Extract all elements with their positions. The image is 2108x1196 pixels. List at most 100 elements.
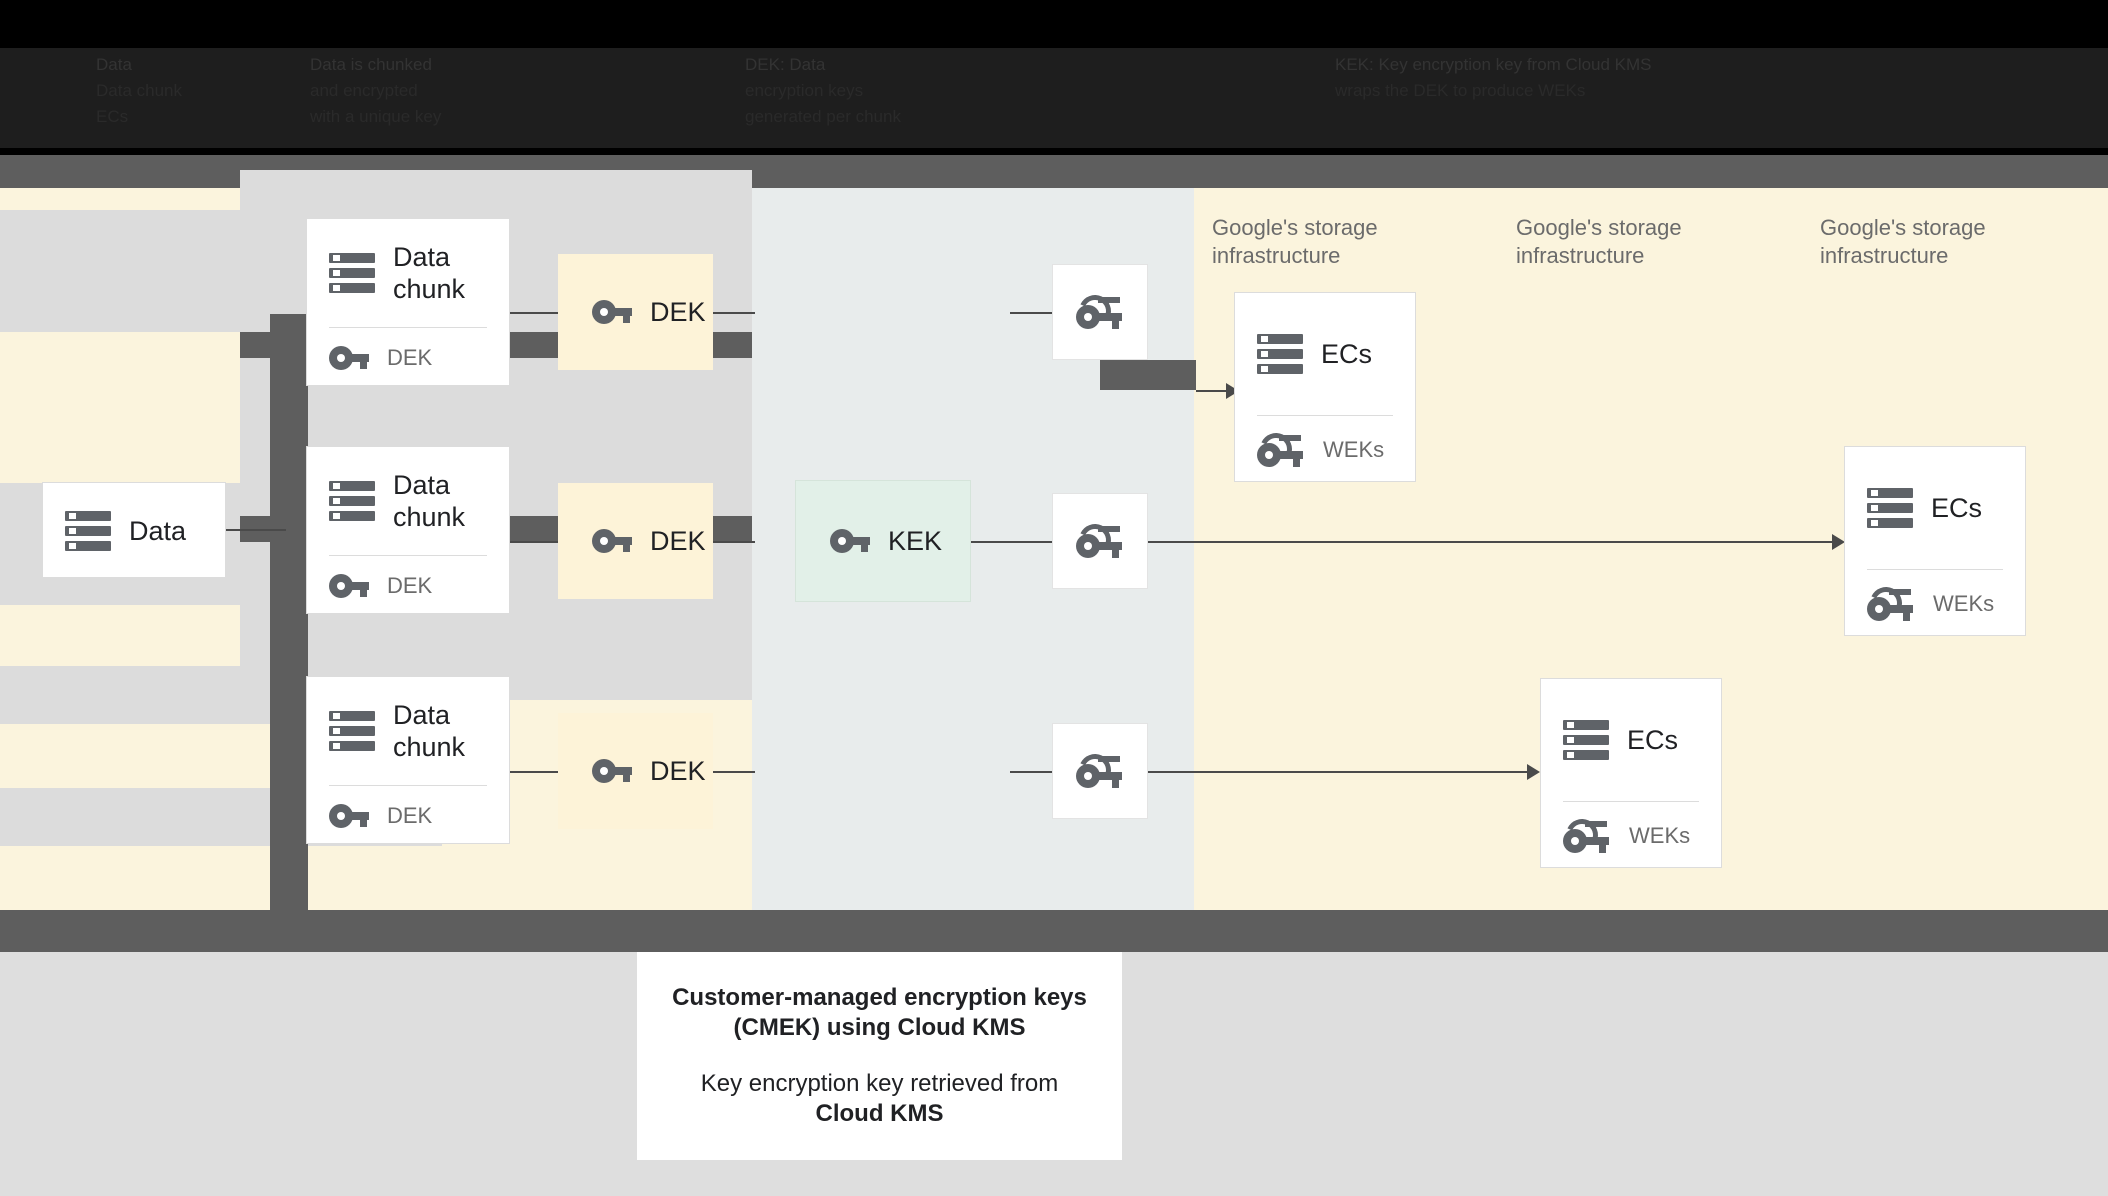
kek-box[interactable]: KEK xyxy=(795,480,971,602)
legend-line: and encrypted xyxy=(310,81,418,100)
connector-dek1-out xyxy=(713,312,755,314)
infra-label-1: Google's storage infrastructure xyxy=(1212,215,1378,268)
data-chunk-card-1[interactable]: Data chunk DEK xyxy=(306,218,510,386)
caption-box: Customer-managed encryption keys (CMEK) … xyxy=(637,952,1122,1160)
header-legend-area: Data Data chunk ECs Data is chunked and … xyxy=(0,0,2108,155)
legend-line: DEK: Data xyxy=(745,55,826,74)
data-box-label: Data xyxy=(129,516,187,546)
key-icon xyxy=(830,529,870,553)
data-chunk-card-3[interactable]: Data chunk DEK xyxy=(306,676,510,844)
bottom-divider-band xyxy=(0,910,2108,952)
legend-column-2: Data is chunked and encrypted with a uni… xyxy=(310,52,670,130)
connector-kek-to-wek-2 xyxy=(971,541,1052,543)
legend-line: with a unique key xyxy=(310,107,442,126)
ecs-title: ECs xyxy=(1931,493,1983,523)
key-icon xyxy=(592,529,632,553)
wrapped-key-icon xyxy=(1074,519,1124,561)
connector-data-to-bracket xyxy=(226,529,286,531)
card-divider xyxy=(329,785,487,786)
ecs-card-1[interactable]: ECs WEKs xyxy=(1234,292,1416,482)
legend-line: KEK: Key encryption key from Cloud KMS xyxy=(1335,55,1652,74)
wrapped-key-icon xyxy=(1561,813,1611,856)
card-divider xyxy=(329,555,487,556)
dek-label: DEK xyxy=(650,756,706,786)
data-chunk-key-label: DEK xyxy=(387,572,433,598)
ecs-key-label: WEKs xyxy=(1629,822,1691,848)
server-stack-icon xyxy=(1257,334,1303,374)
card-divider xyxy=(1867,569,2003,570)
data-chunk-key-label: DEK xyxy=(387,344,433,370)
arrow-line-to-ecs-3 xyxy=(1148,771,1533,773)
ecs-title: ECs xyxy=(1321,339,1373,369)
connector-chunk2-dek2 xyxy=(510,541,558,543)
key-icon xyxy=(329,345,369,370)
caption-title: Customer-managed encryption keys (CMEK) … xyxy=(672,983,1087,1043)
server-stack-icon xyxy=(65,511,111,551)
dek-box-2[interactable]: DEK xyxy=(558,483,713,599)
arrow-head-ecs-2 xyxy=(1832,534,1845,550)
legend-line: ECs xyxy=(96,107,129,126)
ecs-key-label: WEKs xyxy=(1933,590,1995,616)
data-chunk-title: Data chunk xyxy=(393,470,466,532)
legend-column-4: KEK: Key encryption key from Cloud KMS w… xyxy=(1335,52,1975,104)
caption-title-line1: Customer-managed encryption keys xyxy=(672,984,1087,1011)
dek-label: DEK xyxy=(650,526,706,556)
data-box[interactable]: Data xyxy=(42,482,226,578)
footer-area: Customer-managed encryption keys (CMEK) … xyxy=(0,952,2108,1196)
connector-chunk3-dek3 xyxy=(510,771,558,773)
infra-label-3: Google's storage infrastructure xyxy=(1820,215,1986,268)
server-stack-icon xyxy=(329,711,375,751)
card-divider xyxy=(1563,801,1699,802)
dek-box-3[interactable]: DEK xyxy=(558,713,713,829)
wek-box-2[interactable] xyxy=(1052,493,1148,589)
data-fanout-bracket-stub xyxy=(240,332,308,358)
caption-subtitle-line2: Cloud KMS xyxy=(701,1099,1058,1129)
ecs-key-label: WEKs xyxy=(1323,436,1385,462)
ecs-title: ECs xyxy=(1627,725,1679,755)
infra-label-2: Google's storage infrastructure xyxy=(1516,215,1682,268)
legend-line: Data chunk xyxy=(96,81,182,100)
key-icon xyxy=(592,759,632,783)
caption-kms-name: Cloud KMS xyxy=(815,1100,944,1127)
arrow-head-ecs-3 xyxy=(1527,764,1540,780)
legend-column-3: DEK: Data encryption keys generated per … xyxy=(745,52,1125,130)
arrow-line-to-ecs-2 xyxy=(1148,541,1838,543)
data-chunk-title: Data chunk xyxy=(393,242,466,304)
header-inner-strip xyxy=(0,48,2108,148)
wek1-dark-stub xyxy=(1100,360,1196,390)
connector-dek3-out xyxy=(713,771,755,773)
data-chunk-key-label: DEK xyxy=(387,802,433,828)
connector-dek2-out xyxy=(713,541,755,543)
dek-box-1[interactable]: DEK xyxy=(558,254,713,370)
caption-title-line2: (CMEK) using Cloud KMS xyxy=(733,1014,1026,1041)
server-stack-icon xyxy=(1867,488,1913,528)
data-chunk-title: Data chunk xyxy=(393,700,466,762)
wrapped-key-icon xyxy=(1074,290,1124,332)
wek-box-1[interactable] xyxy=(1052,264,1148,360)
connector-chunk1-dek1 xyxy=(510,312,558,314)
wek-box-3[interactable] xyxy=(1052,723,1148,819)
caption-subtitle-line1: Key encryption key retrieved from xyxy=(700,1070,1059,1097)
diagram-body: Data Data chunk DEK Data chunk xyxy=(0,170,2108,958)
key-icon xyxy=(329,803,369,828)
legend-line: wraps the DEK to produce WEKs xyxy=(1335,81,1586,100)
wrapped-key-icon xyxy=(1865,581,1915,624)
wrapped-key-icon xyxy=(1255,427,1305,470)
legend-line: Data xyxy=(96,55,132,74)
data-fanout-bracket-vertical xyxy=(270,314,308,958)
data-chunk-card-2[interactable]: Data chunk DEK xyxy=(306,446,510,614)
arrow-line-to-ecs-1 xyxy=(1196,390,1228,392)
server-stack-icon xyxy=(1563,720,1609,760)
wrapped-key-icon xyxy=(1074,749,1124,791)
card-divider xyxy=(1257,415,1393,416)
ecs-card-3[interactable]: ECs WEKs xyxy=(1540,678,1722,868)
caption-subtitle: Key encryption key retrieved from Cloud … xyxy=(701,1069,1058,1129)
server-stack-icon xyxy=(329,253,375,293)
server-stack-icon xyxy=(329,481,375,521)
key-icon xyxy=(592,300,632,324)
ecs-card-2[interactable]: ECs WEKs xyxy=(1844,446,2026,636)
legend-line: encryption keys xyxy=(745,81,864,100)
legend-line: Data is chunked xyxy=(310,55,432,74)
kek-label: KEK xyxy=(888,526,943,556)
